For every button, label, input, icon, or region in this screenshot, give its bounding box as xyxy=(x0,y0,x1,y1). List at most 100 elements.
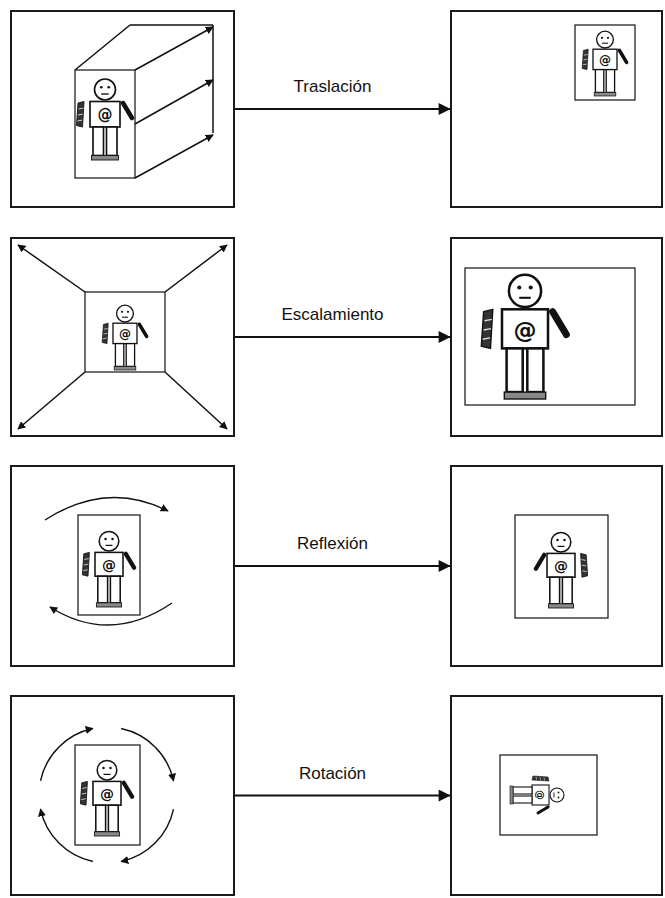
robot-eye xyxy=(556,539,559,542)
robot-eye xyxy=(102,767,105,770)
robot-eye xyxy=(104,538,107,541)
transform-panel: @ xyxy=(10,695,235,896)
transformation-label: Reflexión xyxy=(297,535,368,554)
robot-arm-right xyxy=(553,312,567,335)
robot-eye xyxy=(517,285,521,289)
inner-frame xyxy=(75,70,135,178)
cube-edge xyxy=(130,24,213,26)
robot-arm-left-hatch xyxy=(536,777,545,781)
robot-head xyxy=(97,760,117,780)
robot-eye xyxy=(121,311,123,313)
robot-body xyxy=(95,552,123,576)
robot-leg xyxy=(513,787,532,794)
robot-arm-left-hatch xyxy=(77,108,83,121)
robot-arm-left xyxy=(581,553,588,577)
robot-head xyxy=(550,788,564,802)
robot-body xyxy=(93,781,121,805)
robot-mouth xyxy=(104,774,111,775)
transformation-label: Traslación xyxy=(294,78,372,97)
robot-eye xyxy=(558,792,560,794)
chest-symbol: @ xyxy=(554,559,568,573)
robot-eye xyxy=(100,86,103,89)
robot-arm-left-hatch xyxy=(83,559,89,571)
robot-body xyxy=(532,785,549,805)
scaling-arrow xyxy=(165,372,227,429)
chest-symbol: @ xyxy=(102,558,116,572)
robot-figure xyxy=(82,531,134,607)
robot-arm-right xyxy=(123,103,132,118)
scaling-arrow xyxy=(18,372,85,429)
robot-head xyxy=(551,532,571,552)
robot-eye xyxy=(607,37,609,39)
robot-leg xyxy=(562,577,572,604)
robot-leg xyxy=(126,344,134,367)
robot-leg xyxy=(550,577,560,604)
robot-eye xyxy=(601,37,603,39)
transformation-arrow xyxy=(235,336,450,338)
robot-leg xyxy=(110,576,120,603)
robot-arm-left-hatch xyxy=(103,328,108,338)
robot-head xyxy=(117,305,134,322)
robot-feet xyxy=(94,832,119,836)
robot-arm-left xyxy=(481,309,493,348)
robot-arm-right xyxy=(536,555,544,569)
robot-arm-right xyxy=(139,324,146,336)
robot-arm-left xyxy=(102,323,108,343)
robot-feet xyxy=(548,604,573,608)
cube-edge xyxy=(75,25,130,70)
robot-leg xyxy=(108,805,118,832)
robot-head xyxy=(95,79,116,100)
robot-arm-right xyxy=(619,50,626,62)
robot-mouth xyxy=(101,93,109,94)
transform-panel: @ xyxy=(450,237,663,437)
robot-leg xyxy=(93,127,104,156)
robot-body xyxy=(547,553,575,577)
chest-symbol: @ xyxy=(100,787,114,801)
robot-head xyxy=(597,31,614,48)
robot-arm-left xyxy=(77,102,85,128)
robot-feet xyxy=(96,603,121,607)
robot-feet xyxy=(510,786,513,804)
robot-figure xyxy=(582,31,626,96)
robot-arm-left xyxy=(582,49,588,69)
transform-panel: @ xyxy=(10,237,235,437)
robot-figure xyxy=(77,79,133,160)
transform-panel: @ xyxy=(450,10,663,208)
robot-leg xyxy=(606,70,614,93)
robot-body xyxy=(113,323,137,343)
transform-panel: @ xyxy=(450,695,663,896)
chest-symbol: @ xyxy=(535,790,545,800)
panel-illustration xyxy=(10,465,235,667)
robot-arm-right xyxy=(126,554,134,568)
robot-leg xyxy=(107,127,118,156)
robot-feet xyxy=(594,92,616,96)
robot-body xyxy=(90,102,120,128)
robot-figure xyxy=(510,776,564,813)
robot-leg xyxy=(527,348,543,392)
translation-arrow xyxy=(135,27,213,70)
transform-panel: @ xyxy=(10,10,235,208)
transformation-label: Escalamiento xyxy=(281,306,383,325)
inner-frame xyxy=(500,755,597,835)
robot-figure xyxy=(481,275,566,399)
scaling-arrow xyxy=(165,245,227,292)
panel-illustration xyxy=(10,695,235,896)
transform-panel: @ xyxy=(10,465,235,667)
reflection-arc xyxy=(50,603,172,625)
robot-leg xyxy=(595,70,603,93)
rotation-arc xyxy=(121,809,173,861)
robot-head xyxy=(509,275,541,307)
translation-arrow xyxy=(135,80,213,124)
chest-symbol: @ xyxy=(599,54,611,66)
rotation-arc xyxy=(121,728,173,780)
robot-eye xyxy=(127,311,129,313)
robot-arm-left-hatch xyxy=(581,560,587,572)
robot-figure xyxy=(80,760,132,836)
robot-leg xyxy=(98,576,108,603)
panel-illustration xyxy=(450,10,663,208)
transformation-arrow xyxy=(235,565,450,567)
robot-body xyxy=(502,309,548,348)
robot-leg xyxy=(115,344,123,367)
robot-mouth xyxy=(554,793,555,798)
